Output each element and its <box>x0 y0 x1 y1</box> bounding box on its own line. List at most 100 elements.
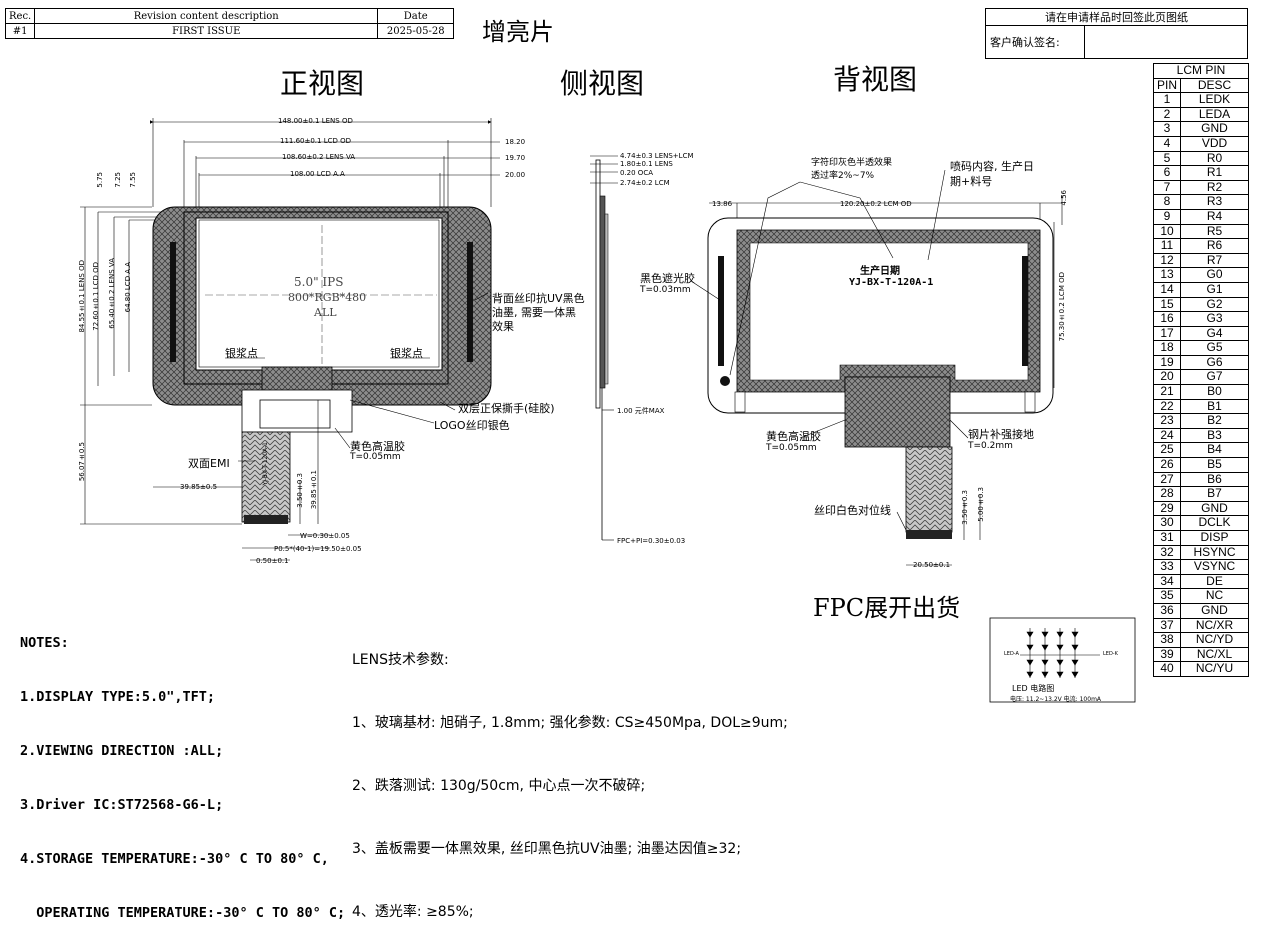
back-view <box>693 169 1063 566</box>
pin-number: 13 <box>1153 267 1181 283</box>
pin-number: 36 <box>1153 602 1181 619</box>
pin-desc: R0 <box>1180 150 1249 167</box>
back-dim-7530: 75.30±0.2 LCM OD <box>1058 272 1066 342</box>
note-spray-code: 喷码内容, 生产日 <box>950 160 1034 173</box>
dim-lens-od: 148.00±0.1 LENS OD <box>278 117 353 125</box>
desc-col-header: DESC <box>1180 77 1249 94</box>
notes-block: NOTES: 1.DISPLAY TYPE:5.0",TFT; 2.VIEWIN… <box>20 598 345 940</box>
pin-number: 17 <box>1153 325 1181 342</box>
dim-050: 0.50±0.1 <box>256 557 289 565</box>
lens-params-title: LENS技术参数: <box>352 652 449 668</box>
pin-number: 16 <box>1153 311 1181 327</box>
pin-number: 14 <box>1153 281 1181 298</box>
pin-number: 30 <box>1153 515 1181 531</box>
pin-table-title: LCM PIN <box>1153 63 1249 79</box>
note-uv-ink: 背面丝印抗UV黑色 油墨, 需要一体黑 效果 <box>492 292 585 334</box>
note-spray-code-2: 期+料号 <box>950 175 993 188</box>
pin-number: 22 <box>1153 398 1181 415</box>
dim-lcd-aa: 108.00 LCD A.A <box>290 170 345 178</box>
pin-number: 27 <box>1153 471 1181 488</box>
note-item-2: 2.VIEWING DIRECTION :ALL; <box>20 743 224 759</box>
back-prod-date: 生产日期 <box>860 266 900 277</box>
pin-desc: B2 <box>1180 413 1249 429</box>
dim-3985a: 39.85±0.5 <box>180 483 218 491</box>
pin-desc: G1 <box>1180 281 1249 298</box>
revision-row: #1 FIRST ISSUE 2025-05-28 <box>4 23 455 39</box>
pin-number: 37 <box>1153 617 1181 634</box>
pin-desc: VDD <box>1180 135 1249 152</box>
product-tag: 增亮片 <box>482 18 554 46</box>
pin-desc: NC/YU <box>1180 661 1249 677</box>
note-black-tape-t: T=0.03mm <box>640 285 691 295</box>
side-dim-oca: 0.20 OCA <box>620 169 653 177</box>
pin-number: 28 <box>1153 486 1181 502</box>
side-dim-component: 1.00 元件MAX <box>617 407 665 415</box>
signature-field[interactable] <box>1084 25 1248 59</box>
fpc-part-text: YJ-BX-T-120A-1 <box>262 442 269 486</box>
back-view-title: 背视图 <box>833 63 918 96</box>
pin-number: 31 <box>1153 530 1181 546</box>
pin-number: 20 <box>1153 369 1181 386</box>
note-uv-line2: 油墨, 需要一体黑 <box>492 306 576 319</box>
note-black-tape: 黑色遮光胶 <box>640 272 695 285</box>
pin-col-header: PIN <box>1153 77 1181 94</box>
back-dim-456: 4.56 <box>1060 190 1068 206</box>
revision-rec: #1 <box>4 23 36 39</box>
led-caption: LED 电路图 <box>1012 684 1055 693</box>
pin-number: 5 <box>1153 150 1181 167</box>
pin-number: 6 <box>1153 165 1181 181</box>
side-dim-lcm: 2.74±0.2 LCM <box>620 179 670 187</box>
dim-6480: 64.80 LCD A.A <box>124 262 132 313</box>
side-dim-fpc: FPC+PI=0.30±0.03 <box>617 537 686 545</box>
pin-desc: LEDK <box>1180 92 1249 108</box>
dim-3985b: 39.85±0.1 <box>310 470 318 510</box>
pin-number: 15 <box>1153 296 1181 313</box>
note-steel-t: T=0.2mm <box>968 441 1013 451</box>
note-uv-line3: 效果 <box>492 320 514 333</box>
note-item-4: 4.STORAGE TEMPERATURE:-30° C TO 80° C, <box>20 851 329 867</box>
pin-number: 11 <box>1153 238 1181 254</box>
pin-number: 9 <box>1153 208 1181 225</box>
dim-w: W=0.30±0.05 <box>300 532 350 540</box>
pin-desc: VSYNC <box>1180 559 1249 575</box>
dim-lens-va: 108.60±0.2 LENS VA <box>282 153 356 161</box>
back-yellow-tape: 黄色高温胶 <box>766 430 821 443</box>
side-dim-total: 4.74±0.3 LENS+LCM <box>620 152 694 160</box>
drawing-canvas <box>80 118 1136 703</box>
note-item-5: OPERATING TEMPERATURE:-30° C TO 80° C; <box>20 905 346 921</box>
dim-2000: 20.00 <box>505 171 526 179</box>
front-view <box>80 118 500 561</box>
pin-desc: GND <box>1180 121 1249 137</box>
pin-desc: B7 <box>1180 486 1249 502</box>
dim-1820: 18.20 <box>505 138 526 146</box>
pin-desc: DISP <box>1180 530 1249 546</box>
pin-desc: R4 <box>1180 208 1249 225</box>
revision-date: 2025-05-28 <box>377 23 455 39</box>
pin-desc: B1 <box>1180 398 1249 415</box>
fpc-view-title: FPC展开出货 <box>813 594 961 622</box>
pin-desc: NC/XL <box>1180 646 1249 663</box>
pin-number: 40 <box>1153 661 1181 677</box>
silver-dot-right: 银浆点 <box>390 347 423 360</box>
